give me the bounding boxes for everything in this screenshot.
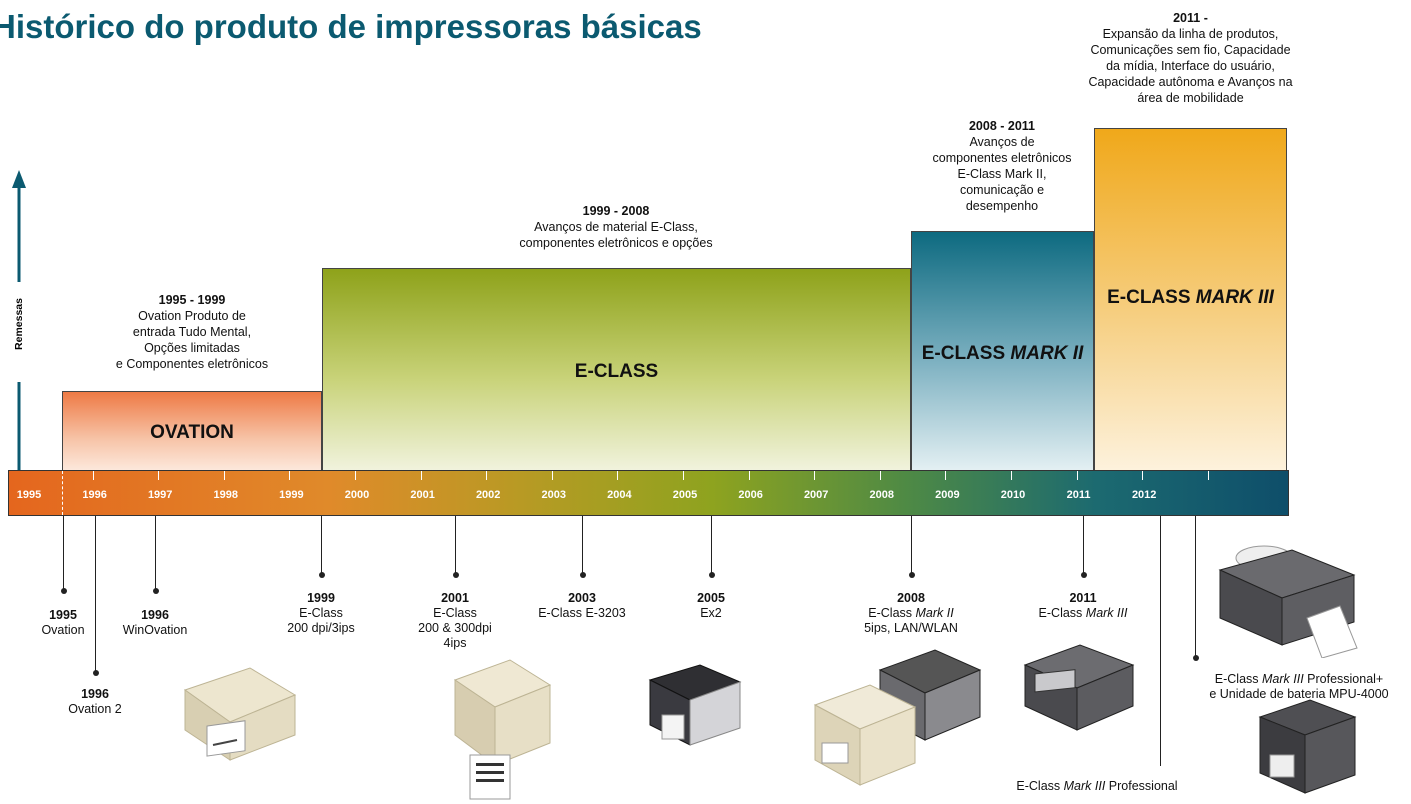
year-label-2001: 2001 (410, 489, 435, 501)
stem-2005 (711, 516, 712, 574)
stem-professional-plus (1195, 516, 1196, 658)
year-label-2009: 2009 (935, 489, 960, 501)
event-2011: 2011 E-Class Mark III (1038, 591, 1128, 620)
year-label-2010: 2010 (1000, 489, 1026, 501)
year-tick-2004 (617, 471, 618, 480)
year-tick-2003 (552, 471, 553, 480)
year-tick-2011 (1077, 471, 1078, 480)
ovation-printer-icon (183, 667, 297, 761)
stem-1996a (155, 516, 156, 590)
ovation-block (62, 391, 322, 471)
year-label-1999: 1999 (279, 489, 304, 501)
year-label-2008: 2008 (869, 489, 895, 501)
year-tick-end (1208, 471, 1209, 480)
year-label-1997: 1997 (147, 489, 173, 501)
timeline-bar (8, 470, 1289, 516)
year-label-2004: 2004 (607, 489, 632, 501)
event-professional-plus: E-Class Mark III Professional+ e Unidade… (1209, 672, 1389, 701)
mark3-professional-plus-printer-icon (1218, 545, 1358, 658)
ex2-printer-icon (648, 664, 742, 746)
mark3-printer-icon (1023, 644, 1135, 731)
dot-2001 (452, 572, 459, 578)
eclass-block (322, 268, 911, 471)
mark2-block (911, 231, 1094, 471)
year-label-1998: 1998 (213, 489, 239, 501)
dot-2003 (579, 572, 586, 578)
dot-2011 (1080, 572, 1087, 578)
ovation-start-marker (62, 471, 63, 515)
year-tick-1996 (93, 471, 94, 480)
stem-2008 (911, 516, 912, 574)
year-label-2002: 2002 (475, 489, 501, 501)
year-tick-1999 (289, 471, 290, 480)
year-tick-2000 (355, 471, 356, 480)
year-tick-2005 (683, 471, 684, 480)
axis-label: Remessas (13, 298, 25, 350)
dot-2008 (908, 572, 915, 578)
eclass-desc: 1999 - 2008 Avanços de material E-Class,… (519, 204, 713, 250)
year-tick-2008 (880, 471, 881, 480)
mark3-desc: 2011 - Expansão da linha de produtos, Co… (1088, 11, 1293, 105)
year-label-2003: 2003 (541, 489, 567, 501)
mark3-label: E-CLASS MARK III (1107, 287, 1274, 308)
year-tick-1997 (158, 471, 159, 480)
shipments-axis: Remessas (9, 170, 29, 470)
ovation-desc: 1995 - 1999 Ovation Produto de entrada T… (115, 293, 269, 371)
mark3-professional-printer-icon (1258, 699, 1357, 794)
year-label-2007: 2007 (803, 489, 829, 501)
year-tick-2007 (814, 471, 815, 480)
dot-1999 (318, 572, 325, 578)
year-tick-2001 (421, 471, 422, 480)
stem-2011 (1083, 516, 1084, 574)
event-2008: 2008 E-Class Mark II 5ips, LAN/WLAN (864, 591, 958, 635)
mark2-desc: 2008 - 2011 Avanços de componentes eletr… (932, 119, 1072, 213)
year-label-2011: 2011 (1066, 489, 1091, 501)
stem-1996b (95, 516, 96, 672)
year-label-1996: 1996 (82, 489, 107, 501)
stem-2001 (455, 516, 456, 574)
page-title: Histórico do produto de impressoras bási… (0, 8, 702, 45)
year-label-2000: 2000 (344, 489, 370, 501)
year-tick-1998 (224, 471, 225, 480)
axis-arrow-icon (12, 170, 26, 470)
mark2-label: E-CLASS MARK II (921, 343, 1084, 364)
dot-1995 (60, 588, 67, 594)
mark2-printer-icon (813, 649, 982, 786)
eclass-printer-icon (453, 659, 552, 800)
event-professional: E-Class Mark III Professional (1016, 779, 1178, 793)
year-tick-2009 (945, 471, 946, 480)
stem-2003 (582, 516, 583, 574)
year-tick-2012 (1142, 471, 1143, 480)
dot-2005 (708, 572, 715, 578)
dot-1996b (92, 670, 99, 676)
year-label-2005: 2005 (672, 489, 698, 501)
year-label-2012: 2012 (1131, 489, 1157, 501)
mark3-block (1094, 128, 1287, 471)
stem-1999 (321, 516, 322, 574)
year-tick-2002 (486, 471, 487, 480)
year-tick-2010 (1011, 471, 1012, 480)
year-label-1995: 1995 (16, 489, 42, 501)
stem-professional (1160, 516, 1161, 766)
year-label-2006: 2006 (738, 489, 763, 501)
year-tick-2006 (749, 471, 750, 480)
stem-1995 (63, 516, 64, 590)
eclass-label: E-CLASS (574, 361, 659, 382)
dot-professional-plus (1192, 655, 1199, 661)
dot-1996a (152, 588, 159, 594)
ovation-label: OVATION (150, 422, 234, 443)
